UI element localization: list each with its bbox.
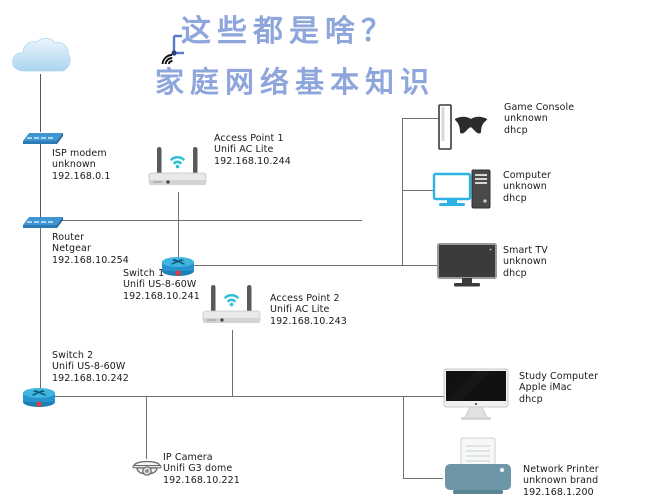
label-study-computer: Study Computer Apple iMac dhcp bbox=[519, 371, 598, 405]
game-console-address: dhcp bbox=[504, 124, 528, 136]
game-console-name: Game Console bbox=[504, 102, 575, 113]
printer-icon bbox=[443, 437, 515, 495]
title-line-2-char-1: 庭 bbox=[182, 60, 227, 104]
link-router-switch2 bbox=[40, 226, 41, 396]
game-console-model: unknown bbox=[504, 113, 548, 125]
network-printer-name: Network Printer bbox=[523, 464, 599, 475]
study-computer-model: Apple iMac bbox=[519, 382, 572, 394]
label-switch-2: Switch 2 Unifi US-8-60W 192.168.10.242 bbox=[52, 350, 129, 384]
label-isp-modem: ISP modem unknown 192.168.0.1 bbox=[52, 148, 111, 182]
title-line-1-char-0: 这 bbox=[174, 10, 218, 54]
title-line-2-char-2: 网 bbox=[217, 60, 262, 104]
link-modem-router bbox=[40, 140, 41, 219]
ip-camera-address: 192.168.10.221 bbox=[163, 474, 240, 486]
label-ip-camera: IP Camera Unifi G3 dome 192.168.10.221 bbox=[163, 452, 240, 486]
title-line-1-char-2: 都 bbox=[246, 10, 290, 54]
title-line-2-char-7: 识 bbox=[392, 60, 437, 104]
network-printer-model: unknown brand bbox=[523, 475, 599, 487]
link-trunk-computer bbox=[402, 190, 438, 191]
right-trunk bbox=[402, 118, 403, 266]
switch-icon bbox=[161, 255, 195, 277]
title-line-1-char-1: 些 bbox=[210, 10, 254, 54]
label-network-printer: Network Printer unknown brand 192.168.1.… bbox=[523, 464, 599, 498]
smart-tv-address: dhcp bbox=[503, 267, 527, 279]
isp-modem-model: unknown bbox=[52, 159, 96, 171]
computer-name: Computer bbox=[503, 170, 552, 181]
title-line-1-char-5: ？ bbox=[354, 10, 398, 54]
network-printer-address: 192.168.1.200 bbox=[523, 486, 594, 498]
title-line-2-char-4: 基 bbox=[287, 60, 332, 104]
access-point-1-model: Unifi AC Lite bbox=[214, 144, 274, 156]
computer-model: unknown bbox=[503, 181, 547, 193]
television-icon bbox=[437, 243, 499, 288]
study-computer-name: Study Computer bbox=[519, 371, 599, 382]
bottom-bus bbox=[45, 396, 445, 397]
switch-2-address: 192.168.10.242 bbox=[52, 372, 129, 384]
switch-1-address: 192.168.10.241 bbox=[123, 290, 200, 302]
label-smart-tv: Smart TV unknown dhcp bbox=[503, 245, 548, 279]
link-cloud-modem bbox=[40, 74, 41, 132]
access-point-icon bbox=[197, 283, 267, 331]
game-console-icon bbox=[437, 103, 495, 153]
title-line-2-char-3: 络 bbox=[252, 60, 297, 104]
title-line-2-char-5: 本 bbox=[322, 60, 367, 104]
title-line-1-char-4: 啥 bbox=[318, 10, 362, 54]
diagram-title: 这些都是啥？ 家庭网络基本知识 bbox=[147, 8, 528, 116]
link-bus-ipcamera bbox=[146, 396, 147, 459]
link-bus-printer bbox=[403, 396, 404, 478]
access-point-1-address: 192.168.10.244 bbox=[214, 155, 291, 167]
title-line-2-char-0: 家 bbox=[147, 60, 192, 104]
smart-tv-name: Smart TV bbox=[503, 245, 548, 256]
switch-2-name: Switch 2 bbox=[52, 350, 94, 361]
link-switch1-right-trunk bbox=[192, 265, 402, 266]
computer-address: dhcp bbox=[503, 192, 527, 204]
link-printer-stub bbox=[403, 478, 443, 479]
title-line-2: 家庭网络基本知识 bbox=[147, 60, 437, 104]
label-access-point-2: Access Point 2 Unifi AC Lite 192.168.10.… bbox=[270, 293, 347, 327]
ip-camera-model: Unifi G3 dome bbox=[163, 463, 233, 475]
imac-icon bbox=[443, 368, 509, 421]
link-ap2-bus bbox=[232, 330, 233, 396]
switch-1-model: Unifi US-8-60W bbox=[123, 279, 197, 291]
router-name: Router bbox=[52, 232, 85, 243]
link-trunk-smarttv bbox=[402, 265, 437, 266]
study-computer-address: dhcp bbox=[519, 393, 543, 405]
desktop-computer-icon bbox=[432, 168, 494, 213]
router-slab-icon bbox=[17, 212, 63, 230]
router-address: 192.168.10.254 bbox=[52, 254, 129, 266]
link-ap1-switch1 bbox=[178, 192, 179, 264]
link-router-bus bbox=[40, 220, 362, 221]
access-point-2-model: Unifi AC Lite bbox=[270, 304, 330, 316]
dome-camera-icon bbox=[131, 457, 163, 481]
router-model: Netgear bbox=[52, 243, 91, 255]
title-line-1-char-3: 是 bbox=[282, 10, 326, 54]
label-router: Router Netgear 192.168.10.254 bbox=[52, 232, 129, 266]
switch-2-model: Unifi US-8-60W bbox=[52, 361, 126, 373]
title-line-1: 这些都是啥？ bbox=[174, 10, 398, 54]
switch-1-name: Switch 1 bbox=[123, 268, 165, 279]
switch-icon bbox=[22, 386, 56, 408]
link-trunk-gameconsole bbox=[402, 118, 439, 119]
label-access-point-1: Access Point 1 Unifi AC Lite 192.168.10.… bbox=[214, 133, 291, 167]
access-point-1-name: Access Point 1 bbox=[214, 133, 284, 144]
cloud-icon bbox=[10, 36, 72, 76]
modem-icon bbox=[17, 128, 63, 146]
access-point-2-address: 192.168.10.243 bbox=[270, 315, 347, 327]
access-point-2-name: Access Point 2 bbox=[270, 293, 340, 304]
access-point-icon bbox=[143, 145, 213, 193]
wifi-signal-icon bbox=[160, 34, 198, 70]
label-game-console: Game Console unknown dhcp bbox=[504, 102, 574, 136]
label-computer: Computer unknown dhcp bbox=[503, 170, 551, 204]
label-switch-1: Switch 1 Unifi US-8-60W 192.168.10.241 bbox=[123, 268, 200, 302]
title-line-2-char-6: 知 bbox=[357, 60, 402, 104]
isp-modem-address: 192.168.0.1 bbox=[52, 170, 111, 182]
isp-modem-name: ISP modem bbox=[52, 148, 107, 159]
ip-camera-name: IP Camera bbox=[163, 452, 213, 463]
smart-tv-model: unknown bbox=[503, 256, 547, 268]
